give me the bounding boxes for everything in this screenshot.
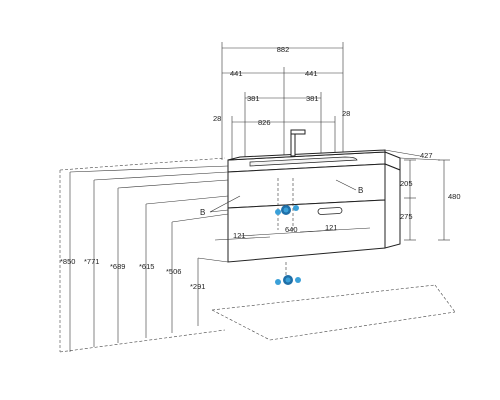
dim-overall-width: 882 (277, 45, 290, 54)
callout-lines (209, 179, 357, 213)
height-dim-615: *615 (139, 262, 154, 271)
front-dimensions (214, 227, 371, 241)
pipe-guides (277, 178, 294, 275)
washbasin-cabinet (227, 149, 401, 263)
dim-inner-right: 381 (306, 94, 319, 103)
faucet-icon (290, 129, 306, 157)
dim-drawer-height: 275 (400, 212, 413, 221)
dim-front-left: 121 (233, 231, 246, 240)
height-dimension-lines (69, 165, 229, 352)
top-dimensions (221, 42, 344, 160)
drawer-handle (317, 207, 343, 215)
dim-half-left: 441 (230, 69, 243, 78)
wall-outline (59, 157, 456, 353)
dim-half-right: 441 (305, 69, 318, 78)
dim-basin-width: 826 (258, 118, 271, 127)
height-dim-291: *291 (190, 282, 205, 291)
height-dim-506: *506 (166, 267, 181, 276)
dim-edge-left: 28 (213, 114, 221, 123)
dim-front-right: 121 (325, 223, 338, 232)
side-dimensions (384, 149, 450, 241)
floor-inlet-left-icon (275, 279, 281, 285)
dim-inner-left: 381 (247, 94, 260, 103)
connection-points (275, 205, 301, 285)
dim-depth: 427 (420, 151, 433, 160)
floor-inlet-right-icon (295, 277, 301, 283)
height-dim-771: *771 (84, 257, 99, 266)
height-dim-689: *689 (110, 262, 125, 271)
callout-b-left: B (200, 208, 205, 217)
height-dim-850: *850 (60, 257, 75, 266)
water-inlet-right-icon (293, 205, 299, 211)
dim-total-height: 480 (448, 192, 461, 201)
water-inlet-left-icon (275, 209, 281, 215)
dim-edge-right: 28 (342, 109, 350, 118)
dim-front-span: 640 (285, 225, 298, 234)
dim-basin-height: 205 (400, 179, 413, 188)
callout-b-right: B (358, 186, 363, 195)
